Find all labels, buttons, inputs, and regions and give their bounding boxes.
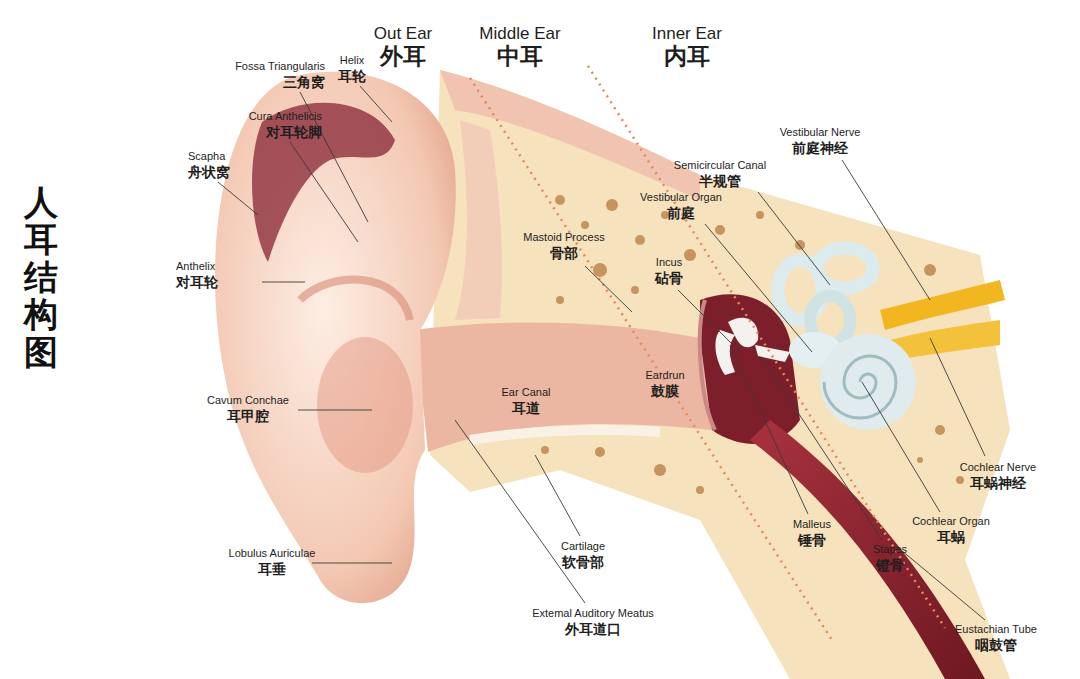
part-name: 外耳道口 — [565, 621, 621, 637]
part-name: 前庭神经 — [792, 140, 848, 156]
part-name: 咽鼓管 — [975, 637, 1017, 653]
part-name: 耳蜗 — [937, 529, 965, 545]
part-name: Helix — [340, 54, 364, 67]
part-name: 软骨部 — [562, 554, 604, 570]
section-header: Middle Ear — [479, 24, 560, 44]
part-name: 骨部 — [550, 245, 578, 261]
section-header: 中耳 — [497, 43, 543, 69]
part-name: Ear Canal — [502, 386, 551, 399]
part-name: 鼓膜 — [651, 383, 679, 399]
section-header: Inner Ear — [652, 24, 722, 44]
part-name: 耳道 — [512, 400, 540, 416]
part-name: Incus — [656, 256, 682, 269]
part-name: 耳垂 — [258, 561, 286, 577]
part-name: Cartilage — [561, 540, 605, 553]
auricle — [215, 72, 456, 603]
part-name: 前庭 — [667, 205, 695, 221]
eustachian-tube — [750, 420, 985, 679]
part-name: 锤骨 — [798, 532, 826, 548]
part-name: 三角窝 — [283, 74, 325, 90]
part-name: Eardrun — [645, 369, 684, 382]
part-name: Scapha — [188, 150, 225, 163]
part-name: Vestibular Nerve — [780, 126, 861, 139]
part-name: Fossa Triangularis — [235, 60, 325, 73]
part-name: Cochlear Nerve — [960, 461, 1036, 474]
section-header: Out Ear — [374, 24, 433, 44]
part-name: 砧骨 — [655, 270, 683, 286]
part-name: Cochlear Organ — [912, 515, 990, 528]
part-name: 耳甲腔 — [227, 408, 269, 424]
part-name: Extemal Auditory Meatus — [532, 607, 654, 620]
section-header: 外耳 — [380, 43, 426, 69]
part-name: 半规管 — [699, 173, 741, 189]
part-name: Eustachian Tube — [955, 623, 1037, 636]
part-name: Stapes — [873, 543, 907, 556]
part-name: Semicircular Canal — [674, 159, 766, 172]
inner-ear — [778, 248, 1005, 430]
part-name: 对耳轮 — [176, 274, 218, 290]
part-name: 镫骨 — [876, 557, 904, 573]
ear-canal — [415, 322, 712, 452]
part-name: Anthelix — [176, 260, 215, 273]
part-name: Mastoid Process — [523, 231, 604, 244]
part-name: Vestibular Organ — [640, 191, 722, 204]
part-name: 耳蜗神经 — [970, 475, 1026, 491]
part-name: 对耳轮脚 — [266, 124, 322, 140]
title: 人耳结构图 — [24, 184, 58, 371]
part-name: Malleus — [793, 518, 831, 531]
part-name: 舟状窝 — [188, 164, 230, 180]
section-dividers — [470, 66, 945, 640]
section-header: 内耳 — [664, 43, 710, 69]
part-name: 耳轮 — [338, 68, 366, 84]
leader-lines — [218, 86, 985, 620]
part-name: Cura Anthelicis — [249, 110, 322, 123]
part-name: Lobulus Auriculae — [229, 547, 316, 560]
part-name: Cavum Conchae — [207, 394, 289, 407]
